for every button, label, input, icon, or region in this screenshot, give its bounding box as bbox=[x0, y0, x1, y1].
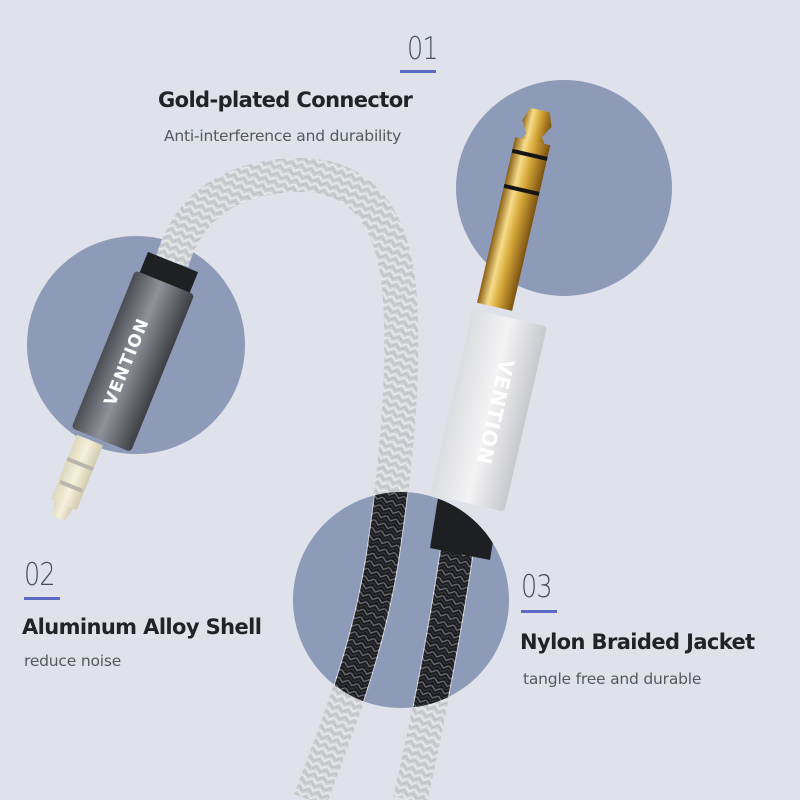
feature-subtitle-3: tangle free and durable bbox=[523, 670, 702, 688]
small-aux-plug: VENTION bbox=[50, 251, 199, 521]
large-jack-plug: VENTION bbox=[431, 107, 552, 511]
feature-underline-3 bbox=[521, 610, 557, 613]
feature-subtitle-2: reduce noise bbox=[24, 652, 122, 670]
feature-underline-1 bbox=[400, 70, 436, 73]
feature-underline-2 bbox=[24, 597, 60, 600]
feature-number-2: 02 bbox=[24, 557, 56, 593]
feature-title-3: Nylon Braided Jacket bbox=[520, 630, 755, 654]
feature-number-1: 01 bbox=[407, 31, 439, 67]
feature-title-2: Aluminum Alloy Shell bbox=[22, 615, 262, 639]
feature-number-3: 03 bbox=[521, 569, 553, 605]
feature-title-1: Gold-plated Connector bbox=[158, 88, 413, 112]
feature-subtitle-1: Anti-interference and durability bbox=[164, 127, 402, 145]
